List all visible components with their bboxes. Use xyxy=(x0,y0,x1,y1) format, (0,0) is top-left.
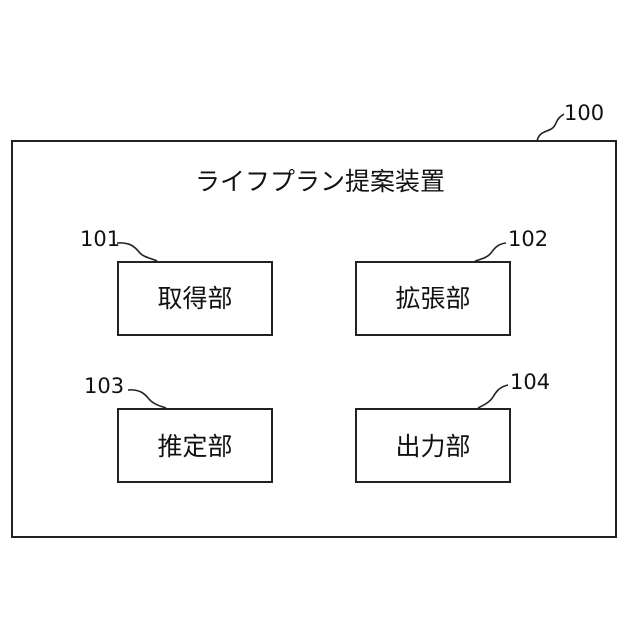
unit-ref-leader xyxy=(475,243,506,261)
unit-label: 推定部 xyxy=(157,432,232,461)
unit-ref-number: 102 xyxy=(508,227,548,251)
unit-box-expansion: 102 拡張部 xyxy=(356,227,548,335)
unit-ref-leader xyxy=(478,385,508,408)
unit-ref-leader xyxy=(117,243,157,261)
unit-ref-number: 103 xyxy=(84,374,124,398)
unit-ref-number: 101 xyxy=(80,227,120,251)
unit-box-acquisition: 101 取得部 xyxy=(80,227,272,335)
unit-box-estimation: 103 推定部 xyxy=(84,374,272,482)
unit-label: 拡張部 xyxy=(395,284,470,313)
device-ref-number: 100 xyxy=(564,101,604,125)
unit-box-output: 104 出力部 xyxy=(356,370,550,482)
device-title: ライフプラン提案装置 xyxy=(195,167,445,196)
unit-ref-leader xyxy=(128,390,166,408)
device-frame xyxy=(12,141,616,537)
unit-label: 取得部 xyxy=(157,284,232,313)
unit-ref-number: 104 xyxy=(510,370,550,394)
device-ref-leader xyxy=(537,114,564,141)
unit-label: 出力部 xyxy=(395,432,470,461)
